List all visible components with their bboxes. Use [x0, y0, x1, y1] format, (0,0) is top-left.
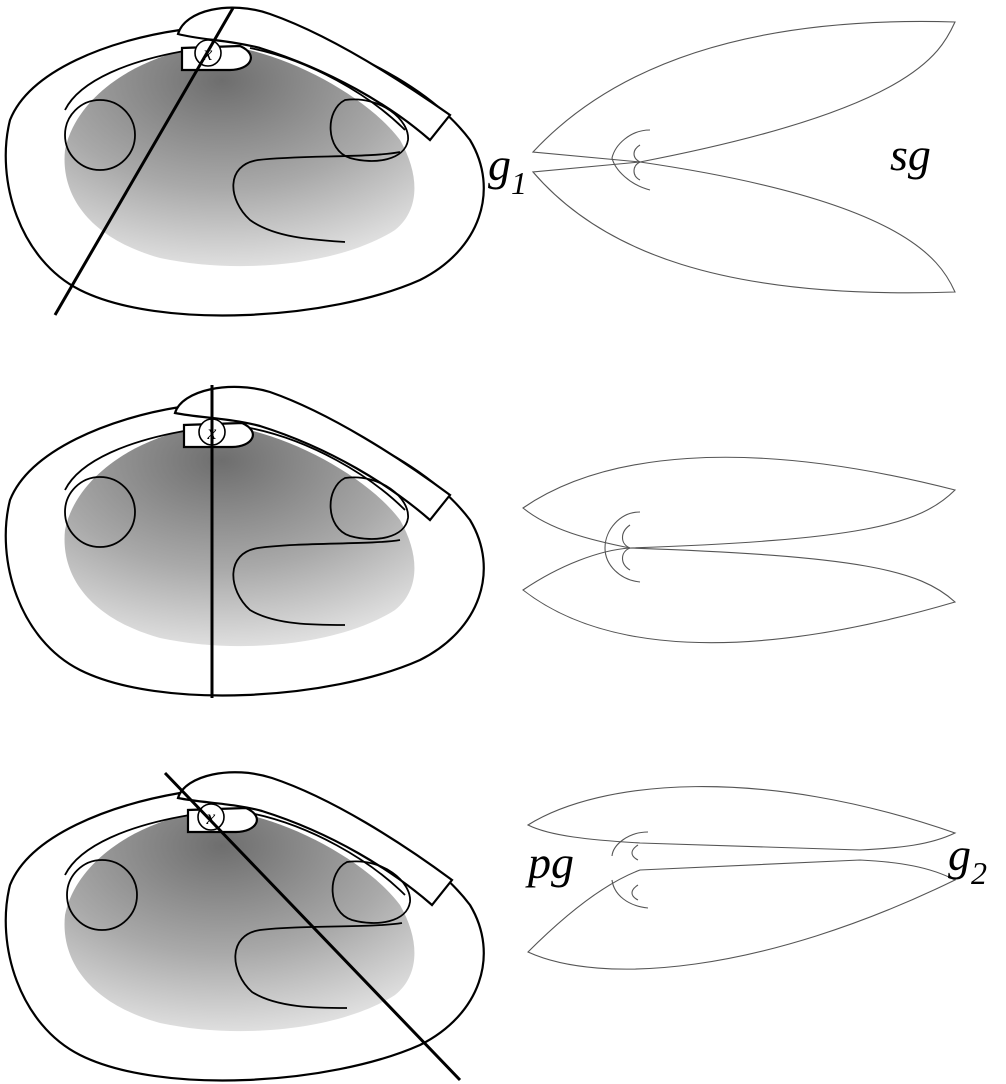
cross-section-lower-valve-3 [528, 860, 955, 969]
cross-section-lower-valve-2 [523, 548, 955, 643]
cross-section-3 [528, 787, 955, 970]
panel-2: x [6, 385, 955, 698]
panel-1: x g1 sg [6, 8, 955, 316]
shell-3: x [6, 772, 484, 1080]
label-g2: g2 [948, 829, 987, 891]
label-pg: pg [525, 837, 574, 888]
shell-1: x [6, 8, 484, 316]
label-g1: g1 [488, 139, 527, 201]
cross-section-upper-valve-2 [523, 457, 955, 548]
cross-section-upper-valve-3 [528, 787, 955, 850]
shell-2: x [6, 385, 484, 698]
cross-section-lower-valve-1 [533, 162, 955, 293]
panel-3: x pg g2 [6, 772, 987, 1080]
label-sg: sg [890, 129, 931, 180]
cross-section-2 [523, 457, 955, 642]
